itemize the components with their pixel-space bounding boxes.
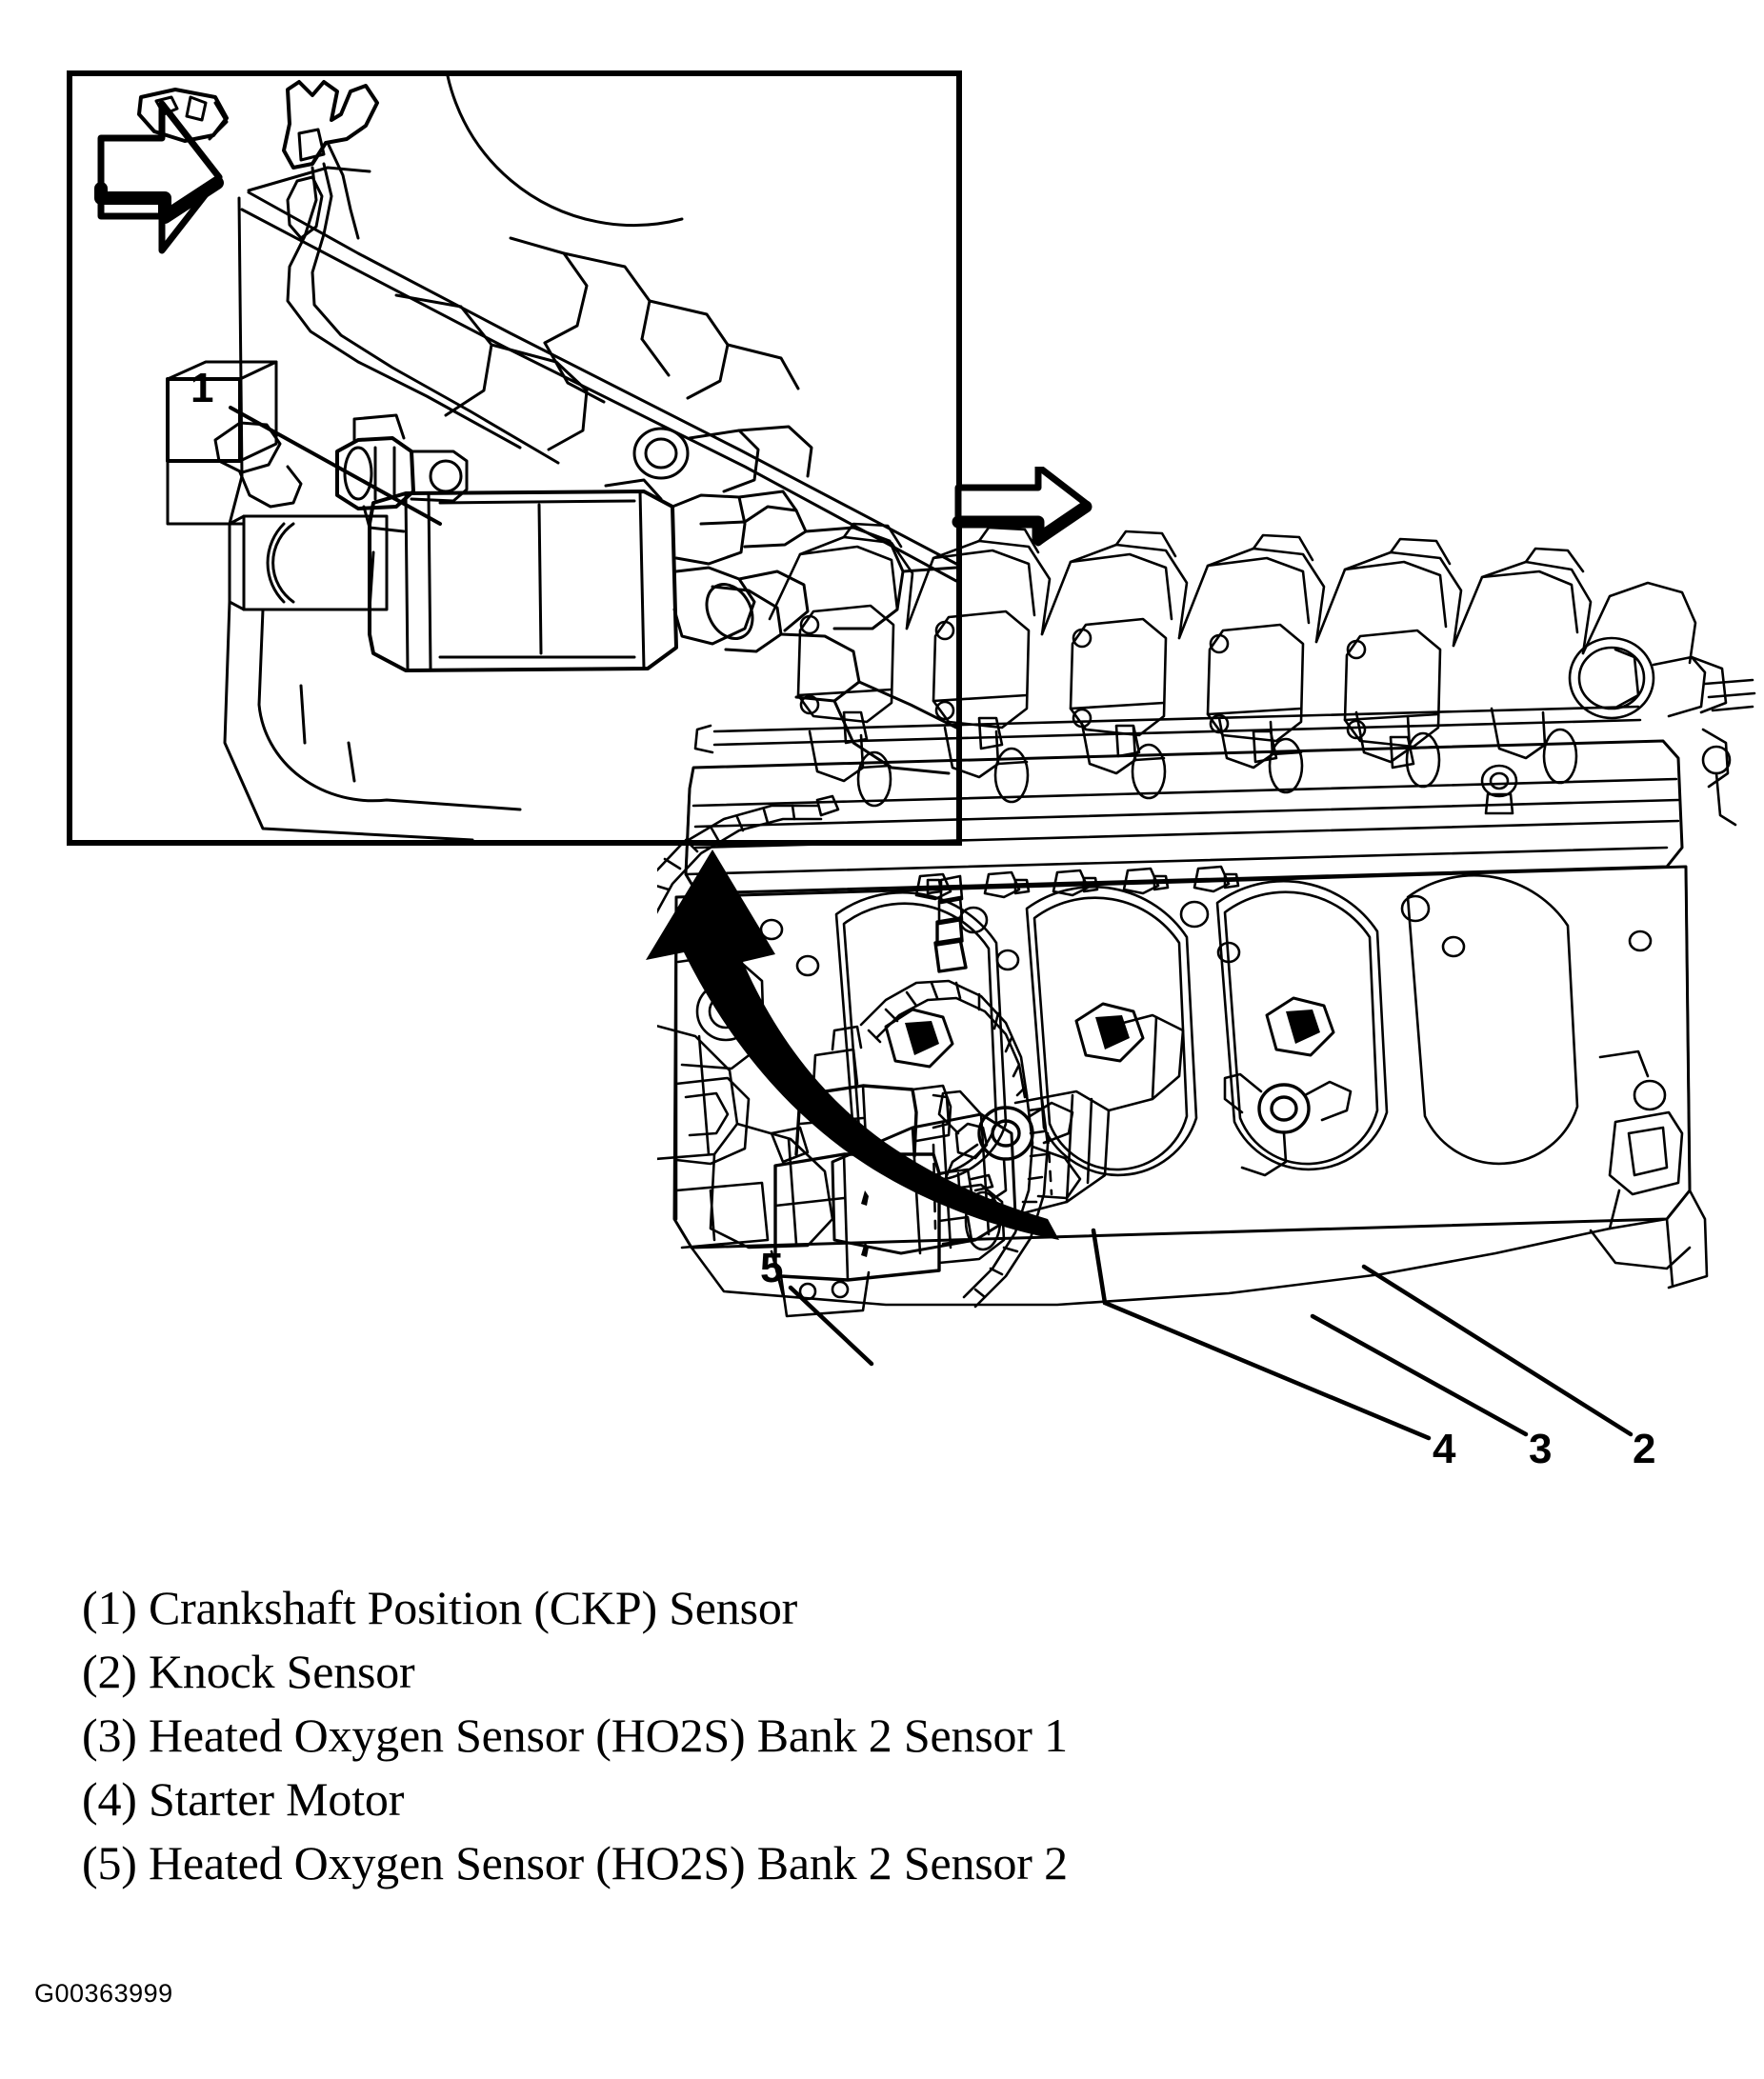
starter-motor-barrel [368,490,678,672]
callout-1-leader-line [229,406,442,526]
fuel-rail [693,705,1642,783]
callout-number-4: 4 [1433,1426,1456,1472]
harness-clip-left [137,88,229,143]
curved-arrow-icon [646,850,1059,1240]
legend-item-5: (5) Heated Oxygen Sensor (HO2S) Bank 2 S… [82,1836,1068,1889]
ckp-sensor [335,413,469,533]
legend-item-3: (3) Heated Oxygen Sensor (HO2S) Bank 2 S… [82,1709,1068,1762]
callout-number-2: 2 [1633,1426,1656,1472]
callout-number-3: 3 [1529,1426,1553,1472]
legend-list: (1) Crankshaft Position (CKP) Sensor (2)… [82,1576,1606,1895]
curved-pointer-arrow [571,819,1067,1248]
inset-detail-illustration [94,76,956,840]
rear-mount-bracket [1598,1049,1684,1196]
starter-solenoid-connector [671,490,861,703]
throttle-body [1568,636,1756,827]
view-direction-arrow-icon [94,100,224,254]
harness-grommet [213,175,324,509]
engine-illustration [657,467,1764,1590]
legend-item-1: (1) Crankshaft Position (CKP) Sensor [82,1581,798,1634]
intake-manifold [768,522,1697,665]
ho2s-bank2-sensor2 [657,794,840,914]
cover-sensor [1480,764,1518,815]
legend-item-2: (2) Knock Sensor [82,1645,415,1698]
callout-number-5: 5 [760,1245,784,1291]
harness-clip-center [282,80,379,170]
detached-connector-clip [954,1122,989,1160]
valve-cover [684,739,1684,895]
mounting-bracket [166,360,278,526]
engine-view-direction-arrow-icon [952,467,1092,547]
valve-cover-bolts [914,865,1240,901]
fuel-injectors [856,728,1578,808]
figure-id-code: G00363999 [34,1979,173,2008]
v8-engine-drawing [657,467,1756,1318]
ho2s-bank2-sensor1 [933,874,968,973]
inset-detail-box [67,70,962,846]
ignition-coils [796,604,1442,770]
legend-item-4: (4) Starter Motor [82,1772,405,1826]
knock-sensor-rear [1223,1072,1353,1177]
callout-number-1: 1 [190,365,214,411]
